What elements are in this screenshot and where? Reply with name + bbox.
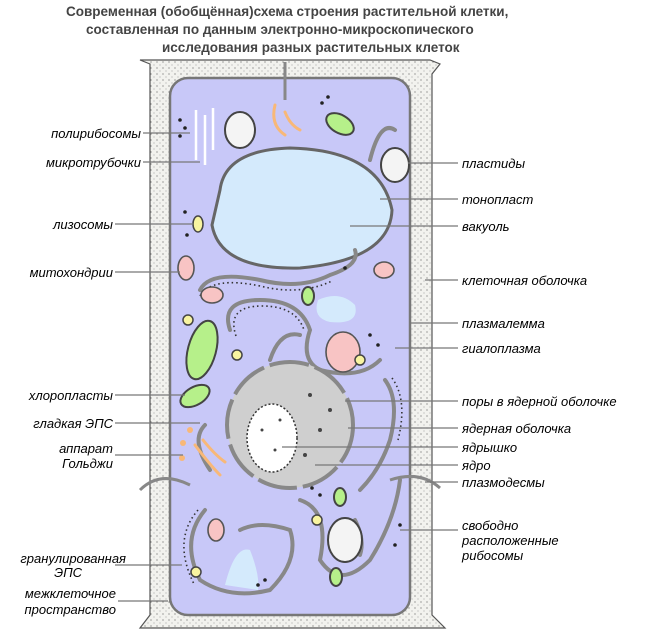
small-vacuole — [316, 296, 356, 323]
golgi-vesicles — [179, 427, 193, 461]
label-golgi-2: Гольджи — [62, 456, 113, 471]
label-lysosomes: лизосомы — [52, 217, 113, 232]
title-line-1: Современная (обобщённая)схема строения р… — [66, 4, 509, 19]
label-vacuole: вакуоль — [462, 219, 510, 234]
leader-lines — [115, 132, 458, 602]
label-plasmalemma: плазмалемма — [462, 316, 545, 331]
label-golgi-1: аппарат — [59, 441, 113, 456]
nucleolus — [246, 403, 298, 473]
mitochondria — [177, 255, 395, 542]
label-nucleolus: ядрышко — [461, 440, 517, 455]
lysosomes — [182, 215, 366, 578]
title-line-2: составленная по данным электронно-микрос… — [86, 22, 474, 37]
label-smooth-er: гладкая ЭПС — [33, 416, 113, 431]
label-intercellular-2: пространство — [25, 602, 116, 617]
small-vacuole — [225, 549, 259, 590]
label-cell-wall: клеточная оболочка — [462, 273, 587, 288]
label-free-ribosomes-1: свободно — [462, 518, 518, 533]
ribosomes — [178, 95, 402, 587]
label-nuclear-pores: поры в ядерной оболочке — [462, 394, 617, 409]
label-rough-er-1: гранулированная — [20, 551, 126, 566]
label-nucleus: ядро — [461, 458, 491, 473]
nucleus — [225, 360, 355, 490]
chloroplasts — [179, 112, 355, 587]
label-intercellular-1: межклеточное — [25, 586, 116, 601]
label-plasmodesmata: плазмодесмы — [462, 475, 545, 490]
golgi-apparatus — [193, 103, 302, 477]
label-nuclear-envelope: ядерная оболочка — [461, 421, 571, 436]
label-free-ribosomes-2: расположенные — [461, 533, 559, 548]
label-free-ribosomes-3: рибосомы — [461, 548, 524, 563]
label-plastids: пластиды — [462, 156, 525, 171]
label-hyaloplasm: гиалоплазма — [462, 341, 541, 356]
plasmodesmata — [138, 62, 442, 492]
microtubules — [194, 108, 215, 165]
title-line-3: исследования разных растительных клеток — [162, 40, 460, 55]
label-microtubules: микротрубочки — [46, 155, 141, 170]
plastids — [224, 111, 410, 563]
label-rough-er-2: ЭПС — [54, 565, 82, 580]
label-chloroplasts: хлоропласты — [28, 388, 114, 403]
label-mitochondria: митохондрии — [30, 265, 113, 280]
label-polyribosomes: полирибосомы — [51, 126, 141, 141]
vacuole — [210, 146, 394, 270]
label-tonoplast: тонопласт — [462, 192, 534, 207]
